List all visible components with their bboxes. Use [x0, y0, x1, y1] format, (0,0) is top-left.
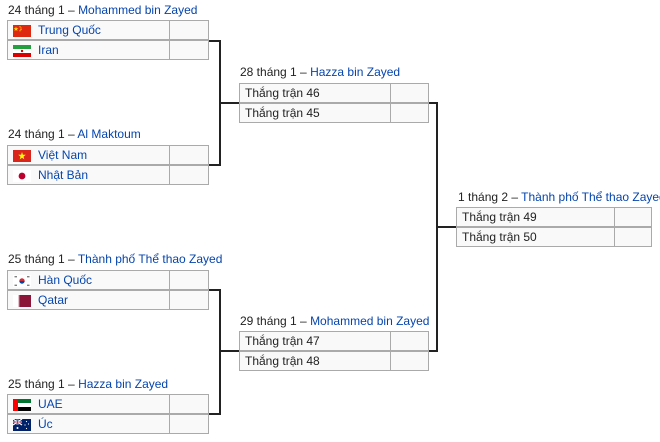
match-date: 29 tháng 1	[240, 314, 297, 328]
match-date: 24 tháng 1	[8, 127, 65, 141]
match-header: 1 tháng 2 – Thành phố Thể thao Zayed	[458, 190, 660, 204]
venue-link[interactable]: Mohammed bin Zayed	[310, 314, 430, 328]
match-header: 28 tháng 1 – Hazza bin Zayed	[240, 65, 400, 79]
bracket-connector	[209, 289, 221, 291]
iran-flag-icon	[13, 45, 31, 57]
venue-link[interactable]: Hazza bin Zayed	[310, 65, 401, 79]
score-cell	[169, 145, 209, 165]
team-name-link[interactable]: Việt Nam	[38, 148, 88, 162]
bracket-connector	[429, 102, 438, 104]
vietnam-flag-icon	[13, 150, 31, 162]
team-name-link[interactable]: UAE	[38, 397, 63, 411]
venue-link[interactable]: Thành phố Thể thao Zayed	[521, 190, 660, 204]
score-cell	[390, 83, 429, 103]
venue-link[interactable]: Al Maktoum	[77, 127, 141, 141]
score-cell	[390, 331, 429, 351]
score-cell	[169, 165, 209, 185]
winner-label: Thắng trận 49	[462, 210, 537, 224]
bracket-connector	[219, 350, 239, 352]
separator: –	[64, 377, 79, 391]
score-cell	[169, 270, 209, 290]
bracket-connector	[219, 102, 239, 104]
team-name-link[interactable]: Qatar	[38, 293, 69, 307]
score-cell	[169, 394, 209, 414]
match-header: 29 tháng 1 – Mohammed bin Zayed	[240, 314, 429, 328]
separator: –	[296, 65, 311, 79]
score-cell	[169, 290, 209, 310]
match-date: 24 tháng 1	[8, 3, 65, 17]
winner-label: Thắng trận 46	[245, 86, 320, 100]
match-header: 25 tháng 1 – Hazza bin Zayed	[8, 377, 168, 391]
team-name-link[interactable]: Trung Quốc	[38, 23, 101, 37]
bracket-connector	[209, 40, 221, 42]
team-name-link[interactable]: Úc	[38, 417, 53, 431]
score-cell	[169, 414, 209, 434]
winner-label: Thắng trận 47	[245, 334, 320, 348]
bracket-connector	[436, 226, 456, 228]
match-header: 25 tháng 1 – Thành phố Thể thao Zayed	[8, 252, 222, 266]
match-header: 24 tháng 1 – Al Maktoum	[8, 127, 141, 141]
match-date: 28 tháng 1	[240, 65, 297, 79]
team-name-link[interactable]: Nhật Bản	[38, 168, 89, 182]
winner-label: Thắng trận 50	[462, 230, 537, 244]
separator: –	[296, 314, 311, 328]
venue-link[interactable]: Hazza bin Zayed	[78, 377, 169, 391]
venue-link[interactable]: Mohammed bin Zayed	[78, 3, 198, 17]
separator: –	[64, 127, 78, 141]
separator: –	[64, 252, 78, 266]
qatar-flag-icon	[13, 295, 31, 307]
score-cell	[614, 207, 652, 227]
match-date: 25 tháng 1	[8, 252, 65, 266]
japan-flag-icon	[13, 170, 31, 182]
australia-flag-icon	[13, 419, 31, 431]
score-cell	[169, 20, 209, 40]
match-header: 24 tháng 1 – Mohammed bin Zayed	[8, 3, 197, 17]
south-korea-flag-icon	[13, 275, 31, 287]
bracket-connector	[209, 413, 221, 415]
bracket-connector	[429, 350, 438, 352]
team-name-link[interactable]: Iran	[38, 43, 59, 57]
match-date: 1 tháng 2	[458, 190, 509, 204]
team-name-link[interactable]: Hàn Quốc	[38, 273, 93, 287]
score-cell	[169, 40, 209, 60]
uae-flag-icon	[13, 399, 31, 411]
match-date: 25 tháng 1	[8, 377, 65, 391]
winner-label: Thắng trận 45	[245, 106, 320, 120]
separator: –	[508, 190, 522, 204]
bracket-connector	[209, 164, 221, 166]
china-flag-icon	[13, 25, 31, 37]
bracket-connector	[219, 289, 221, 415]
venue-link[interactable]: Thành phố Thể thao Zayed	[77, 252, 223, 266]
score-cell	[390, 103, 429, 123]
winner-label: Thắng trận 48	[245, 354, 320, 368]
score-cell	[614, 227, 652, 247]
score-cell	[390, 351, 429, 371]
separator: –	[64, 3, 79, 17]
